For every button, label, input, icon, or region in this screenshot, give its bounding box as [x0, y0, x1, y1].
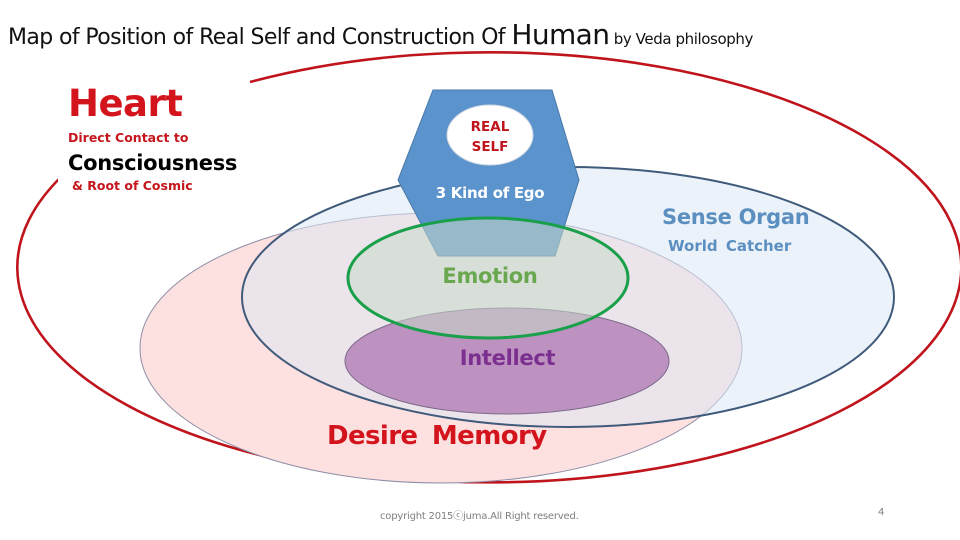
title-suffix: by Veda philosophy [609, 30, 754, 48]
page-number: 4 [878, 507, 885, 518]
real-self-label: REAL SELF [450, 117, 530, 157]
emotion-ellipse [346, 216, 630, 340]
real-self-ellipse [446, 104, 534, 166]
title-emphasis: Human [511, 18, 610, 51]
real-self-line2: SELF [471, 139, 509, 155]
heart-outer-ellipse [16, 51, 960, 484]
heart-consciousness: Consciousness [68, 151, 238, 175]
real-self-line1: REAL [470, 119, 510, 135]
slide-title: Map of Position of Real Self and Constru… [8, 18, 753, 51]
copyright-footer: copyright 2015ⓒjuma.All Right reserved. [380, 511, 579, 522]
heart-title: Heart [68, 82, 183, 125]
desire-memory-label: Desire Memory [327, 421, 547, 451]
intellect-label: Intellect [459, 346, 556, 370]
heart-subtitle-direct-contact: Direct Contact to [68, 130, 189, 145]
heart-subtitle-root-cosmic: & Root of Cosmic [72, 178, 193, 193]
heart-label-block: Heart Direct Contact to Consciousness & … [58, 80, 248, 201]
ego-label: 3 Kind of Ego [435, 184, 545, 202]
sense-organ-label: Sense Organ [662, 205, 810, 229]
world-catcher-label: World Catcher [668, 237, 792, 255]
emotion-label: Emotion [442, 264, 538, 288]
title-main: Map of Position of Real Self and Constru… [8, 25, 512, 50]
